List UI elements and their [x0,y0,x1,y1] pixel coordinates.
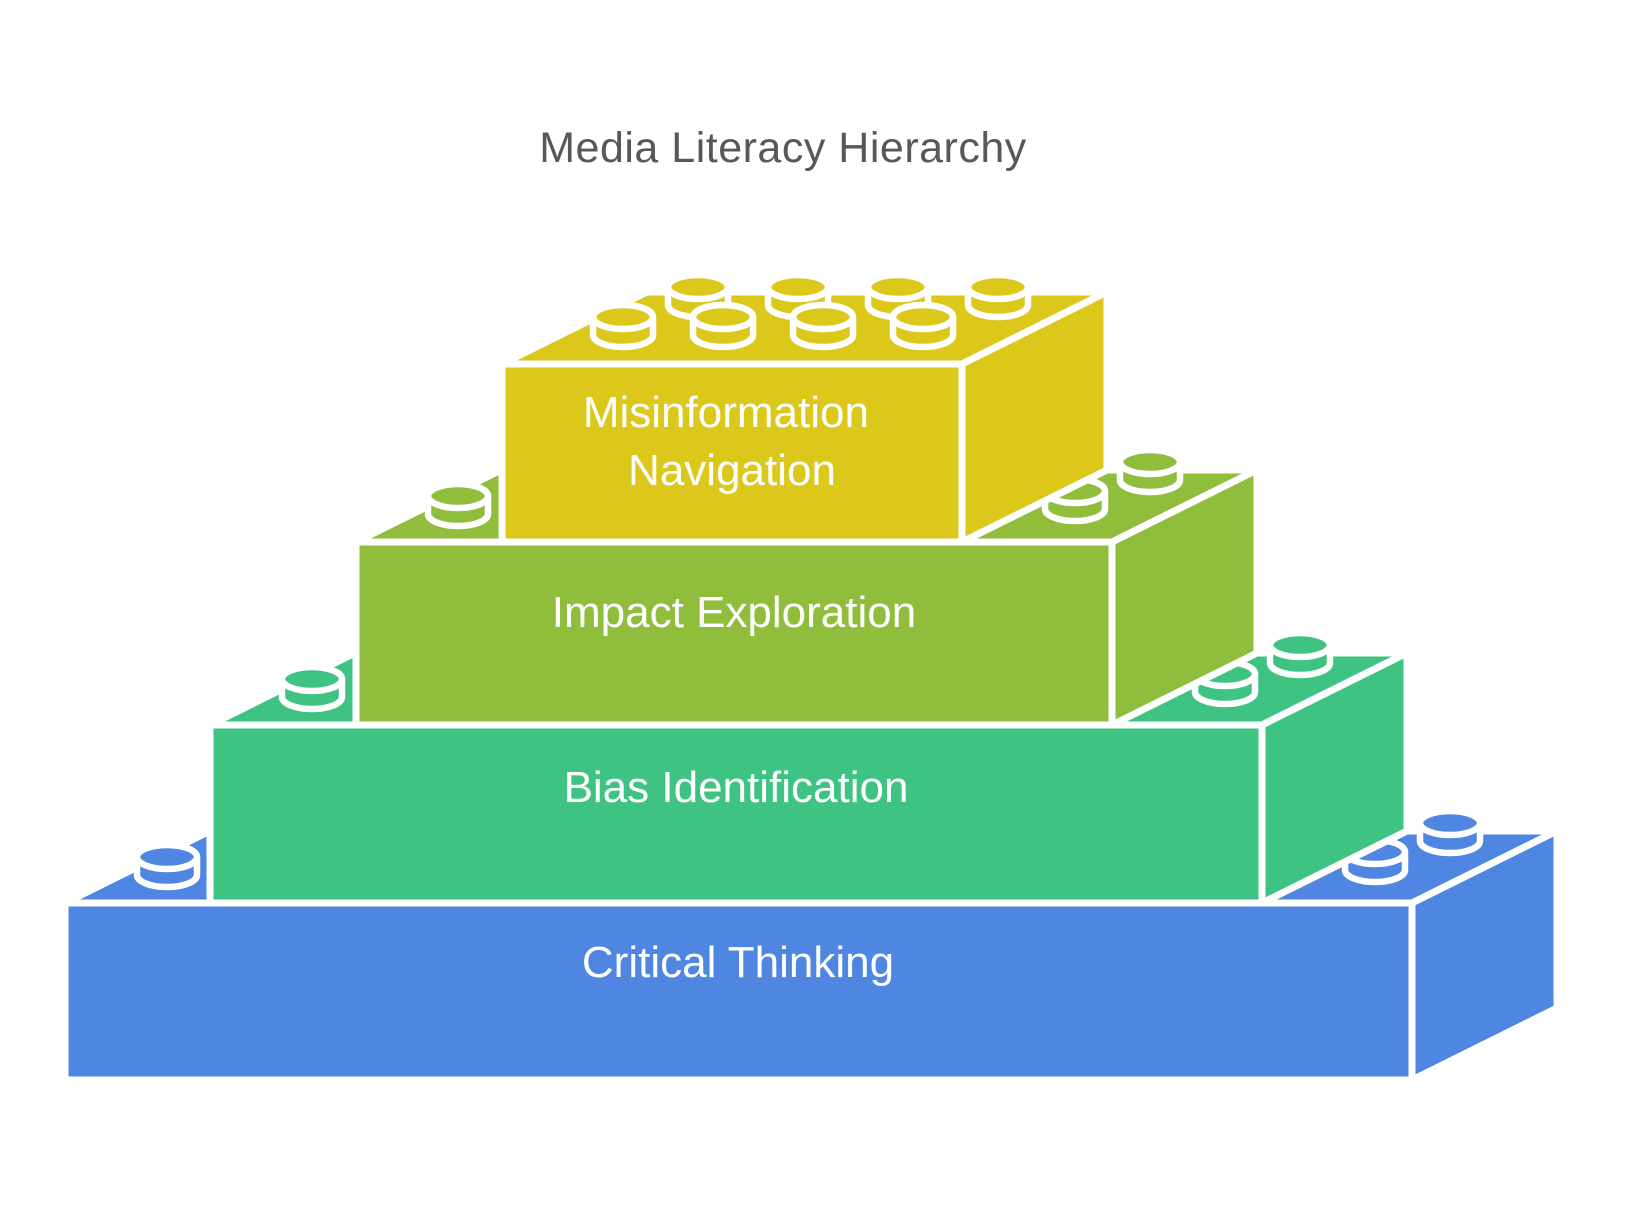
brick-label: Impact Exploration [552,588,916,637]
lego-stud [889,301,957,351]
lego-stud [589,301,657,351]
brick-front-face [352,538,1116,729]
brick-label: Bias Identification [564,763,909,812]
brick-front-face [498,360,966,546]
brick-front-face [61,899,1416,1084]
lego-stud [424,480,492,530]
lego-stud [278,663,346,713]
lego-stud [789,301,857,351]
lego-stud [1116,446,1184,496]
brick-label: Critical Thinking [582,938,894,987]
brick-label-line-1: Misinformation [583,388,869,437]
page-title: Media Literacy Hierarchy [539,124,1027,172]
brick-label: Misinformation Navigation [583,388,881,495]
lego-stud [1416,807,1484,857]
lego-stud [133,841,201,891]
brick-front-face [206,721,1266,907]
brick-label-line-2: Navigation [628,446,836,495]
lego-stud [964,271,1032,321]
lego-stud [1266,629,1334,679]
lego-stud [1341,836,1409,886]
brick-misinformation-navigation: Misinformation Navigation [498,271,1111,546]
lego-stud [689,301,757,351]
